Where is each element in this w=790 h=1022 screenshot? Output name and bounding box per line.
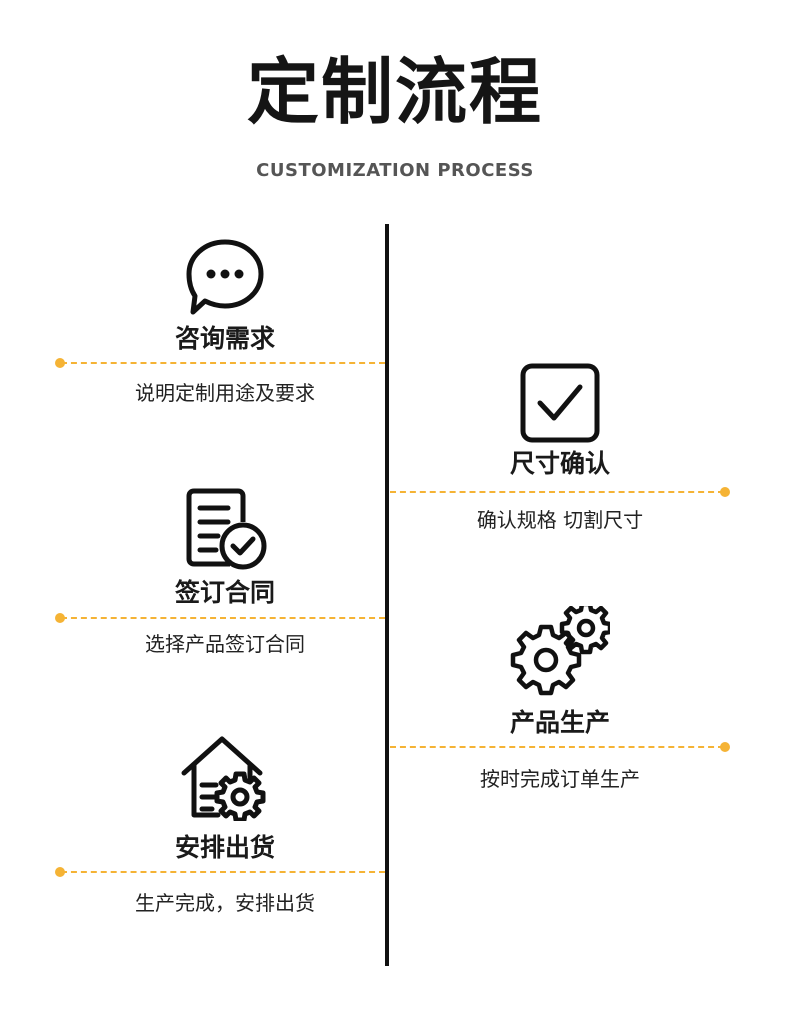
step-description: 说明定制用途及要求 (135, 381, 315, 405)
step-size-confirm: 尺寸确认 确认规格 切割尺寸 (390, 361, 730, 541)
step-title: 安排出货 (174, 833, 275, 862)
chat-bubble-icon (186, 239, 264, 315)
step-description: 生产完成，安排出货 (135, 891, 315, 915)
step-production: 产品生产 按时完成订单生产 (390, 606, 730, 796)
step-title: 尺寸确认 (509, 449, 610, 478)
connector-dot (55, 358, 65, 368)
connector-dot (55, 613, 65, 623)
connector-dot (55, 867, 65, 877)
step-sign-contract: 签订合同 选择产品签订合同 (55, 488, 395, 668)
step-connector (55, 358, 385, 368)
step-description: 确认规格 切割尺寸 (476, 508, 644, 532)
timeline-divider (385, 224, 389, 966)
connector-dash (390, 746, 724, 748)
connector-dot (720, 742, 730, 752)
contract-document-icon (186, 488, 267, 570)
gears-icon (510, 606, 610, 696)
step-connector (55, 867, 385, 877)
step-consult: 咨询需求 说明定制用途及要求 (55, 236, 395, 416)
connector-dot (720, 487, 730, 497)
checkbox-icon (520, 363, 600, 443)
step-connector (390, 487, 730, 497)
connector-dash (61, 871, 385, 873)
connector-dash (61, 362, 385, 364)
connector-dash (390, 491, 724, 493)
warehouse-gear-icon (181, 736, 266, 821)
step-description: 选择产品签订合同 (145, 632, 305, 656)
step-connector (55, 613, 385, 623)
connector-dash (61, 617, 385, 619)
step-title: 产品生产 (509, 708, 610, 737)
step-shipping: 安排出货 生产完成，安排出货 (55, 735, 395, 925)
step-title: 签订合同 (174, 578, 275, 607)
step-connector (390, 742, 730, 752)
step-description: 按时完成订单生产 (480, 767, 640, 791)
page-title: 定制流程 (246, 50, 543, 134)
page-subtitle: CUSTOMIZATION PROCESS (256, 160, 534, 181)
step-title: 咨询需求 (174, 324, 275, 353)
